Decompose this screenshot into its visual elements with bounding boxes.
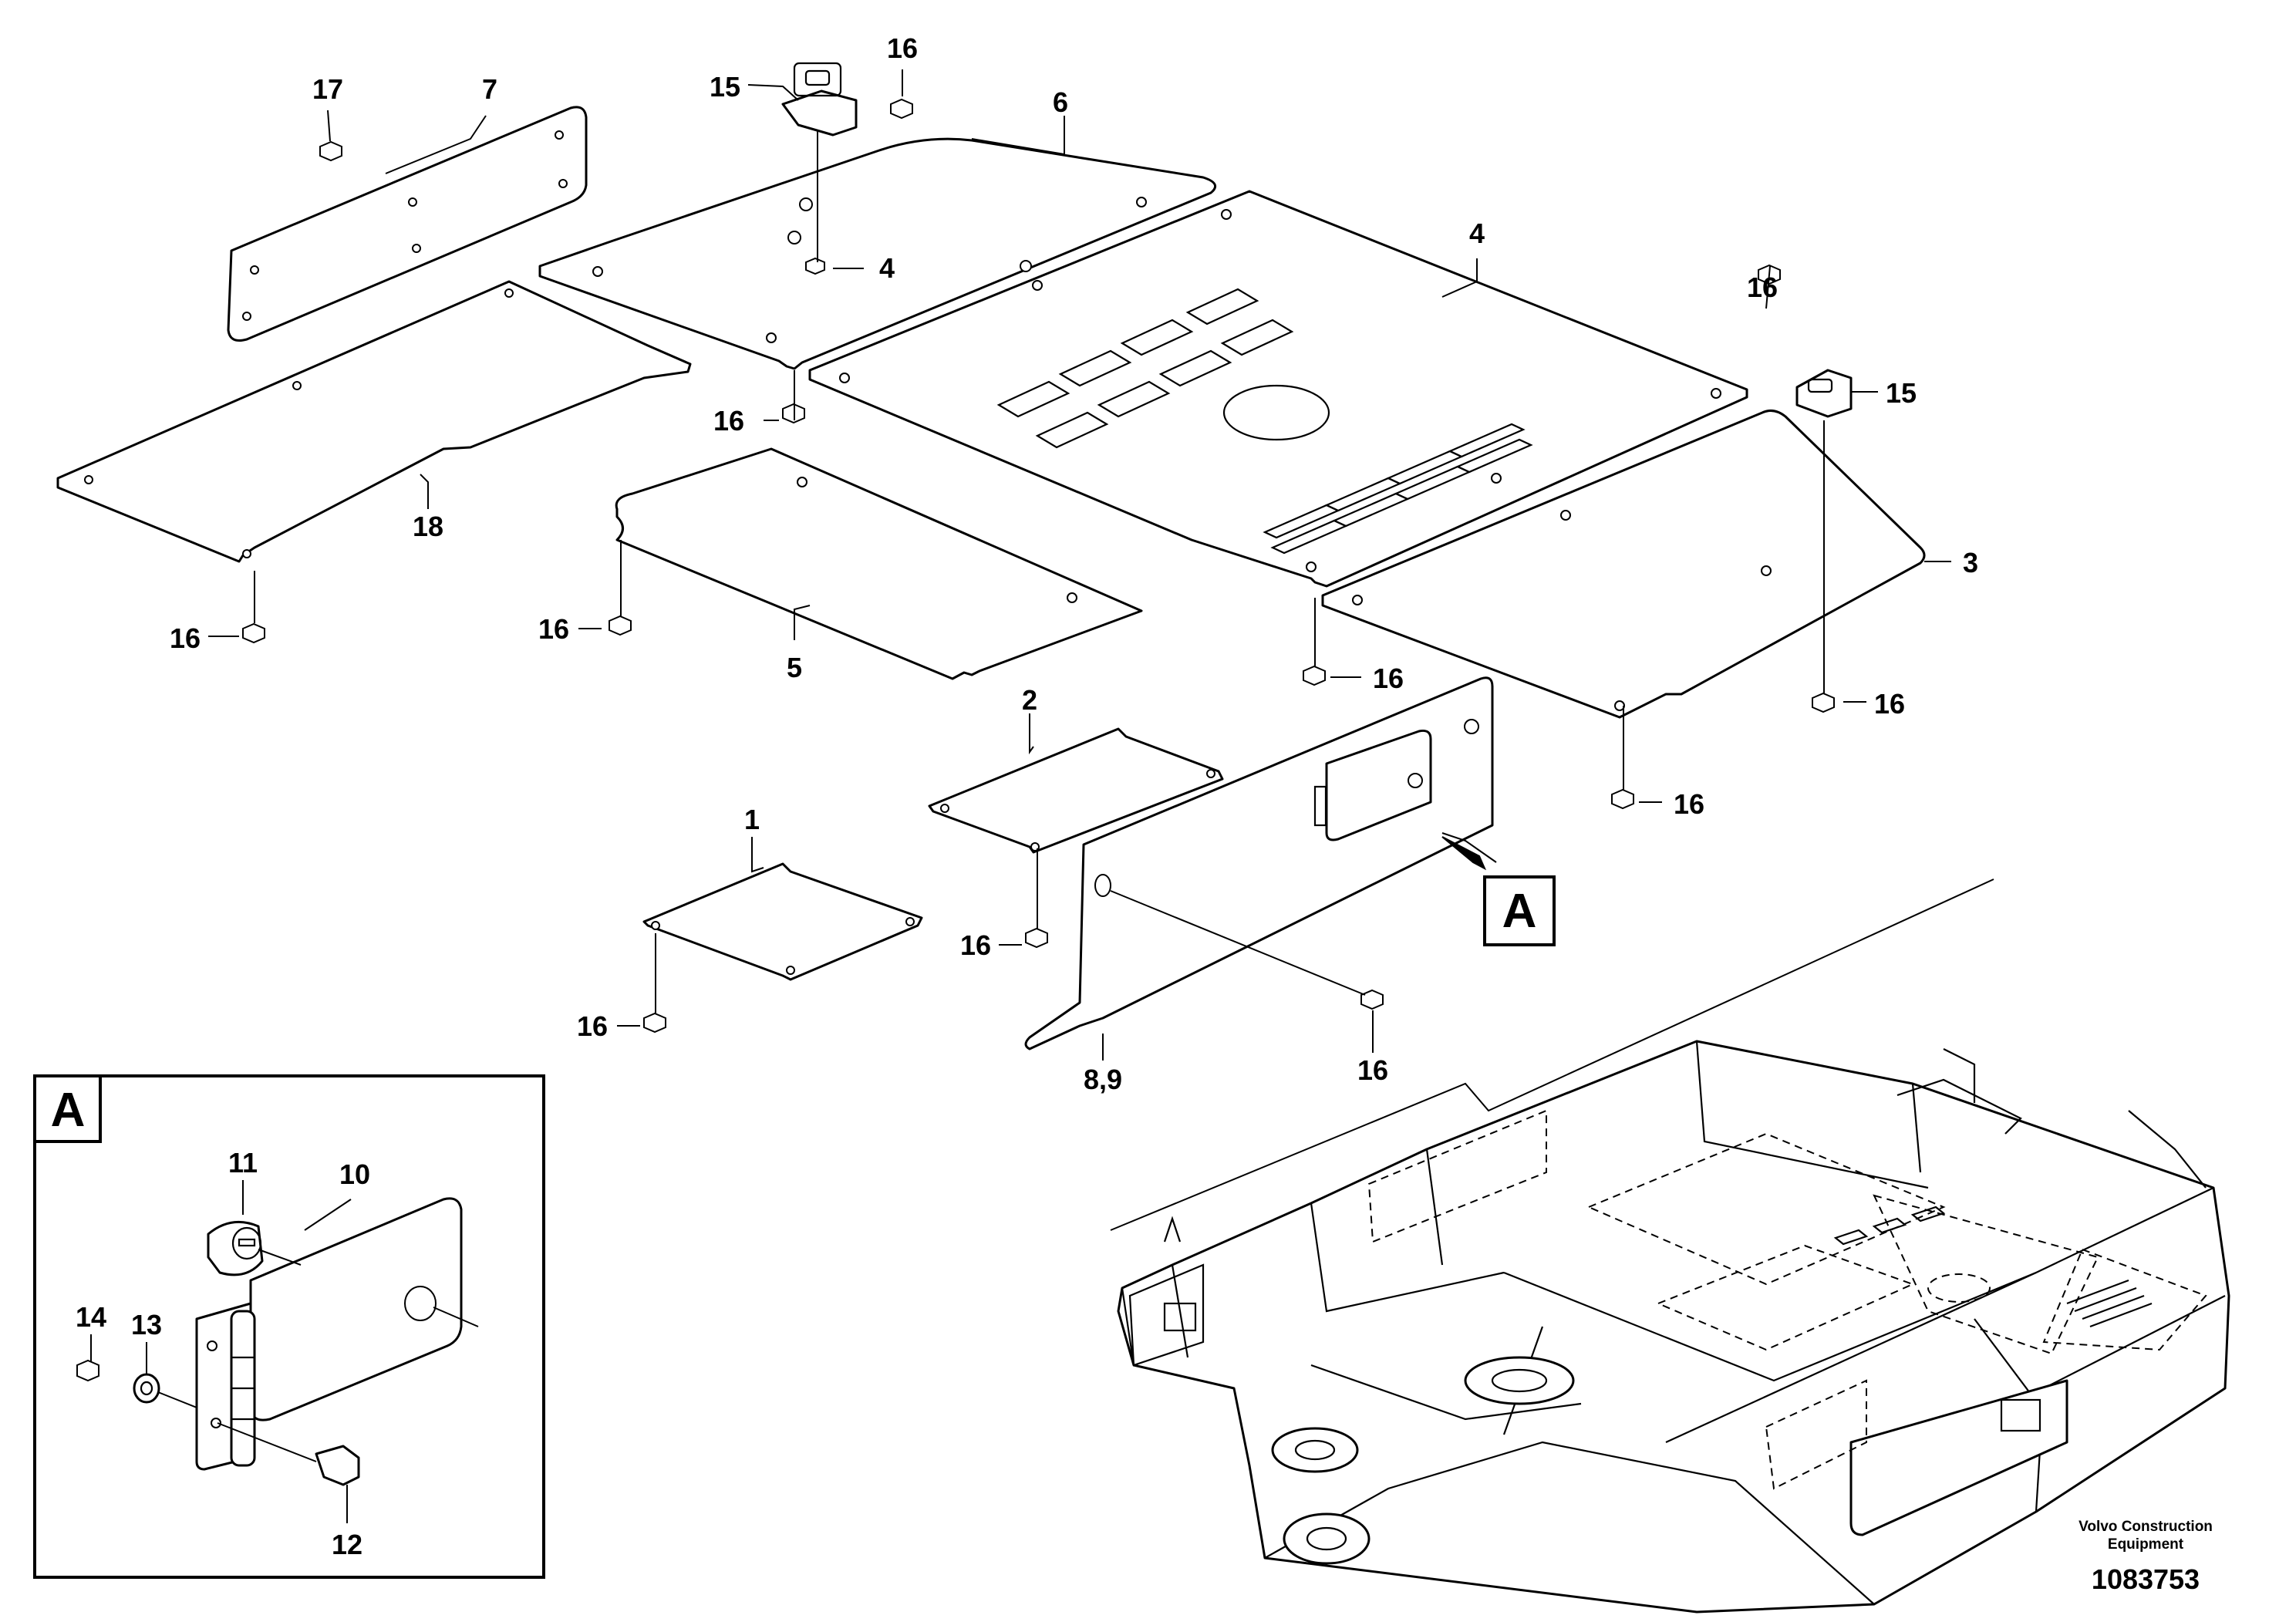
bracket-15-top [781, 62, 858, 137]
callout-16-left: 16 [170, 622, 201, 654]
callout-15-top: 15 [710, 71, 740, 103]
callout-17: 17 [312, 73, 343, 105]
callout-labels: 17 7 15 16 6 4 4 16 15 18 16 16 16 5 16 … [76, 32, 1978, 1560]
callout-1: 1 [744, 804, 760, 835]
callout-4: 4 [1469, 218, 1485, 249]
footer-credit: Volvo Construction Equipment 1083753 [2079, 1519, 2213, 1595]
callout-16-right-top: 16 [1747, 271, 1778, 303]
callout-15-right: 15 [1886, 377, 1917, 409]
part-6-plate [538, 137, 1217, 370]
callout-5: 5 [787, 652, 802, 683]
callout-14: 14 [76, 1301, 106, 1333]
callout-6: 6 [1053, 86, 1068, 118]
callout-7: 7 [482, 73, 497, 105]
bracket-15-right [1795, 369, 1853, 418]
part-5-plate [615, 447, 1143, 680]
machine-frame-illustration [1117, 1040, 2230, 1614]
lock-cylinder [207, 1220, 264, 1276]
credit-line-1: Volvo Construction [2079, 1519, 2213, 1535]
part-3-plate [1321, 409, 1926, 719]
part-4-louvered-plate [808, 190, 1748, 588]
callout-16-top: 16 [887, 32, 918, 64]
callout-13: 13 [131, 1309, 162, 1340]
detail-view-label: A [1502, 885, 1537, 938]
callout-2: 2 [1022, 684, 1037, 716]
detail-view-marker: A [1441, 836, 1556, 946]
callout-16-p2: 16 [960, 929, 991, 961]
callout-16-p4: 16 [1373, 663, 1404, 694]
section-divider [1110, 878, 1994, 1231]
callout-12: 12 [332, 1529, 362, 1560]
credit-line-2: Equipment [2108, 1536, 2184, 1553]
part-18-plate [56, 280, 692, 563]
part-7-plate [227, 106, 588, 342]
callout-16-p6: 16 [538, 613, 569, 645]
callout-16-mid: 16 [713, 405, 744, 437]
callout-18: 18 [413, 511, 443, 542]
document-number: 1083753 [2092, 1563, 2200, 1595]
inset-detail-box: A [33, 1074, 545, 1579]
callout-11: 11 [228, 1147, 258, 1179]
callout-16-p1: 16 [577, 1010, 608, 1042]
callout-8-9: 8,9 [1084, 1064, 1122, 1095]
callout-3: 3 [1963, 547, 1978, 578]
part-1-plate [642, 862, 923, 981]
callout-16-p3b: 16 [1674, 788, 1704, 820]
callout-16-p89: 16 [1357, 1054, 1388, 1086]
part-8-9-side-panel [1024, 676, 1494, 1050]
leader-lines [208, 69, 1951, 1061]
callout-4-bolt: 4 [879, 252, 895, 284]
callout-16-p3: 16 [1874, 688, 1905, 720]
part-2-plate [928, 727, 1224, 854]
inset-label: A [51, 1084, 86, 1137]
callout-10: 10 [339, 1158, 370, 1190]
